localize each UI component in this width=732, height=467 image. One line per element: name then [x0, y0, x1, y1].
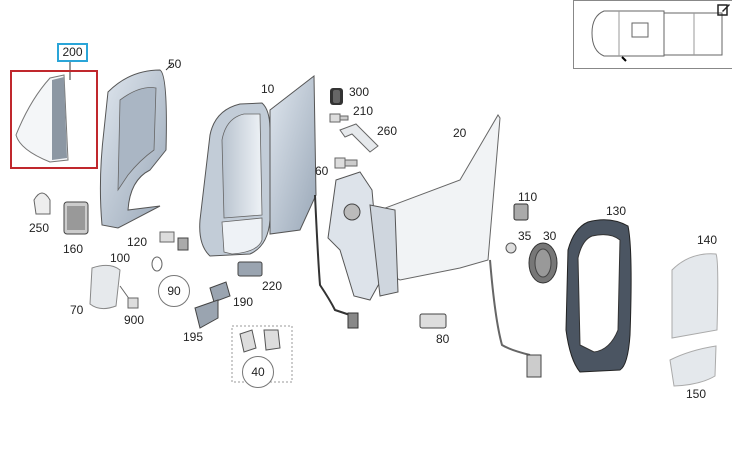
label-195[interactable]: 195 [183, 330, 204, 344]
part-10-mirror[interactable] [199, 74, 359, 329]
part-110-clip[interactable] [513, 203, 529, 221]
part-35-screw[interactable] [505, 242, 517, 254]
part-150-glass[interactable] [669, 345, 717, 387]
label-110[interactable]: 110 [518, 190, 538, 204]
label-260[interactable]: 260 [377, 124, 398, 138]
label-250[interactable]: 250 [29, 221, 50, 235]
label-30[interactable]: 30 [543, 229, 557, 243]
label-200-selected[interactable]: 200 [57, 43, 88, 62]
label-130[interactable]: 130 [606, 204, 627, 218]
part-160-lamp[interactable] [63, 201, 89, 235]
label-40[interactable]: 40 [242, 356, 274, 388]
part-130-frame[interactable] [565, 219, 632, 373]
part-20-arm[interactable] [327, 114, 542, 378]
part-195-cover[interactable] [194, 299, 219, 329]
part-300-grommet[interactable] [330, 88, 343, 105]
label-10[interactable]: 10 [261, 82, 275, 96]
part-220-connector[interactable] [237, 261, 263, 277]
part-100-ring[interactable] [151, 256, 163, 272]
part-60-bolt[interactable] [334, 157, 358, 169]
label-210[interactable]: 210 [353, 104, 374, 118]
label-60[interactable]: 60 [315, 164, 329, 178]
part-250-clip[interactable] [33, 192, 51, 215]
selection-box [10, 70, 98, 169]
part-260-bracket[interactable] [339, 123, 379, 153]
edit-icon[interactable] [717, 2, 731, 16]
part-140-glass[interactable] [671, 253, 719, 339]
vehicle-overview-icon[interactable] [573, 0, 732, 69]
part-210-screw[interactable] [329, 113, 349, 123]
part-50-housing[interactable] [99, 63, 173, 229]
part-190-clip[interactable] [209, 281, 231, 303]
label-900[interactable]: 900 [124, 313, 145, 327]
label-70[interactable]: 70 [70, 303, 84, 317]
label-80[interactable]: 80 [436, 332, 450, 346]
label-35[interactable]: 35 [518, 229, 532, 243]
part-40-set[interactable] [231, 325, 293, 383]
part-70-light[interactable] [89, 264, 139, 310]
label-90[interactable]: 90 [158, 275, 190, 307]
part-30-motor[interactable] [528, 242, 558, 284]
label-160[interactable]: 160 [63, 242, 84, 256]
label-150[interactable]: 150 [686, 387, 707, 401]
label-100[interactable]: 100 [110, 251, 131, 265]
label-50[interactable]: 50 [168, 57, 182, 71]
part-80-connector[interactable] [419, 313, 447, 329]
label-140[interactable]: 140 [697, 233, 718, 247]
label-20[interactable]: 20 [453, 126, 467, 140]
label-220[interactable]: 220 [262, 279, 283, 293]
label-190[interactable]: 190 [233, 295, 254, 309]
label-120[interactable]: 120 [127, 235, 148, 249]
part-120-bulb[interactable] [159, 231, 189, 251]
label-300[interactable]: 300 [349, 85, 370, 99]
part-200-cover[interactable] [15, 62, 71, 163]
